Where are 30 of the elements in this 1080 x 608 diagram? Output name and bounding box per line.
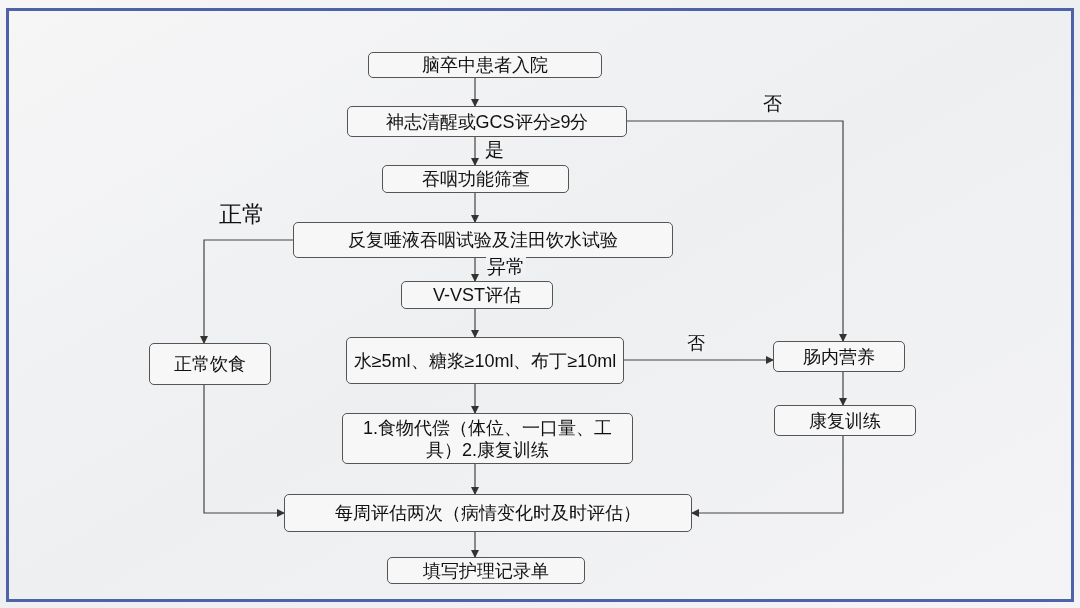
edge-label: 异常	[486, 257, 526, 276]
arrow	[471, 136, 479, 166]
arrow	[471, 308, 479, 338]
arrow	[839, 371, 847, 406]
arrow	[471, 77, 479, 107]
process-box: 反复唾液吞咽试验及洼田饮水试验	[293, 222, 673, 258]
process-box: 脑卒中患者入院	[368, 52, 602, 78]
arrow	[200, 239, 294, 344]
arrow	[626, 120, 847, 342]
process-box: 水≥5ml、糖浆≥10ml、布丁≥10ml	[346, 337, 624, 384]
arrow	[471, 383, 479, 414]
edge-label: 否	[686, 334, 706, 352]
edge-label: 是	[484, 140, 505, 159]
arrow	[691, 435, 844, 517]
arrow	[471, 257, 479, 282]
process-box: 1.食物代偿（体位、一口量、工具）2.康复训练	[342, 413, 633, 464]
process-box: 正常饮食	[149, 343, 271, 385]
process-box: 吞咽功能筛查	[382, 165, 569, 193]
arrow	[623, 356, 774, 364]
process-box: 每周评估两次（病情变化时及时评估）	[284, 494, 692, 532]
arrow	[203, 384, 285, 517]
process-box: 康复训练	[774, 405, 916, 436]
process-box: 神志清醒或GCS评分≥9分	[347, 106, 627, 137]
process-box: 填写护理记录单	[387, 557, 585, 584]
edge-label: 否	[762, 94, 783, 113]
process-box: V-VST评估	[401, 281, 553, 309]
arrow	[471, 531, 479, 558]
arrow	[471, 192, 479, 223]
process-box: 肠内营养	[773, 341, 905, 372]
arrow	[471, 463, 479, 495]
